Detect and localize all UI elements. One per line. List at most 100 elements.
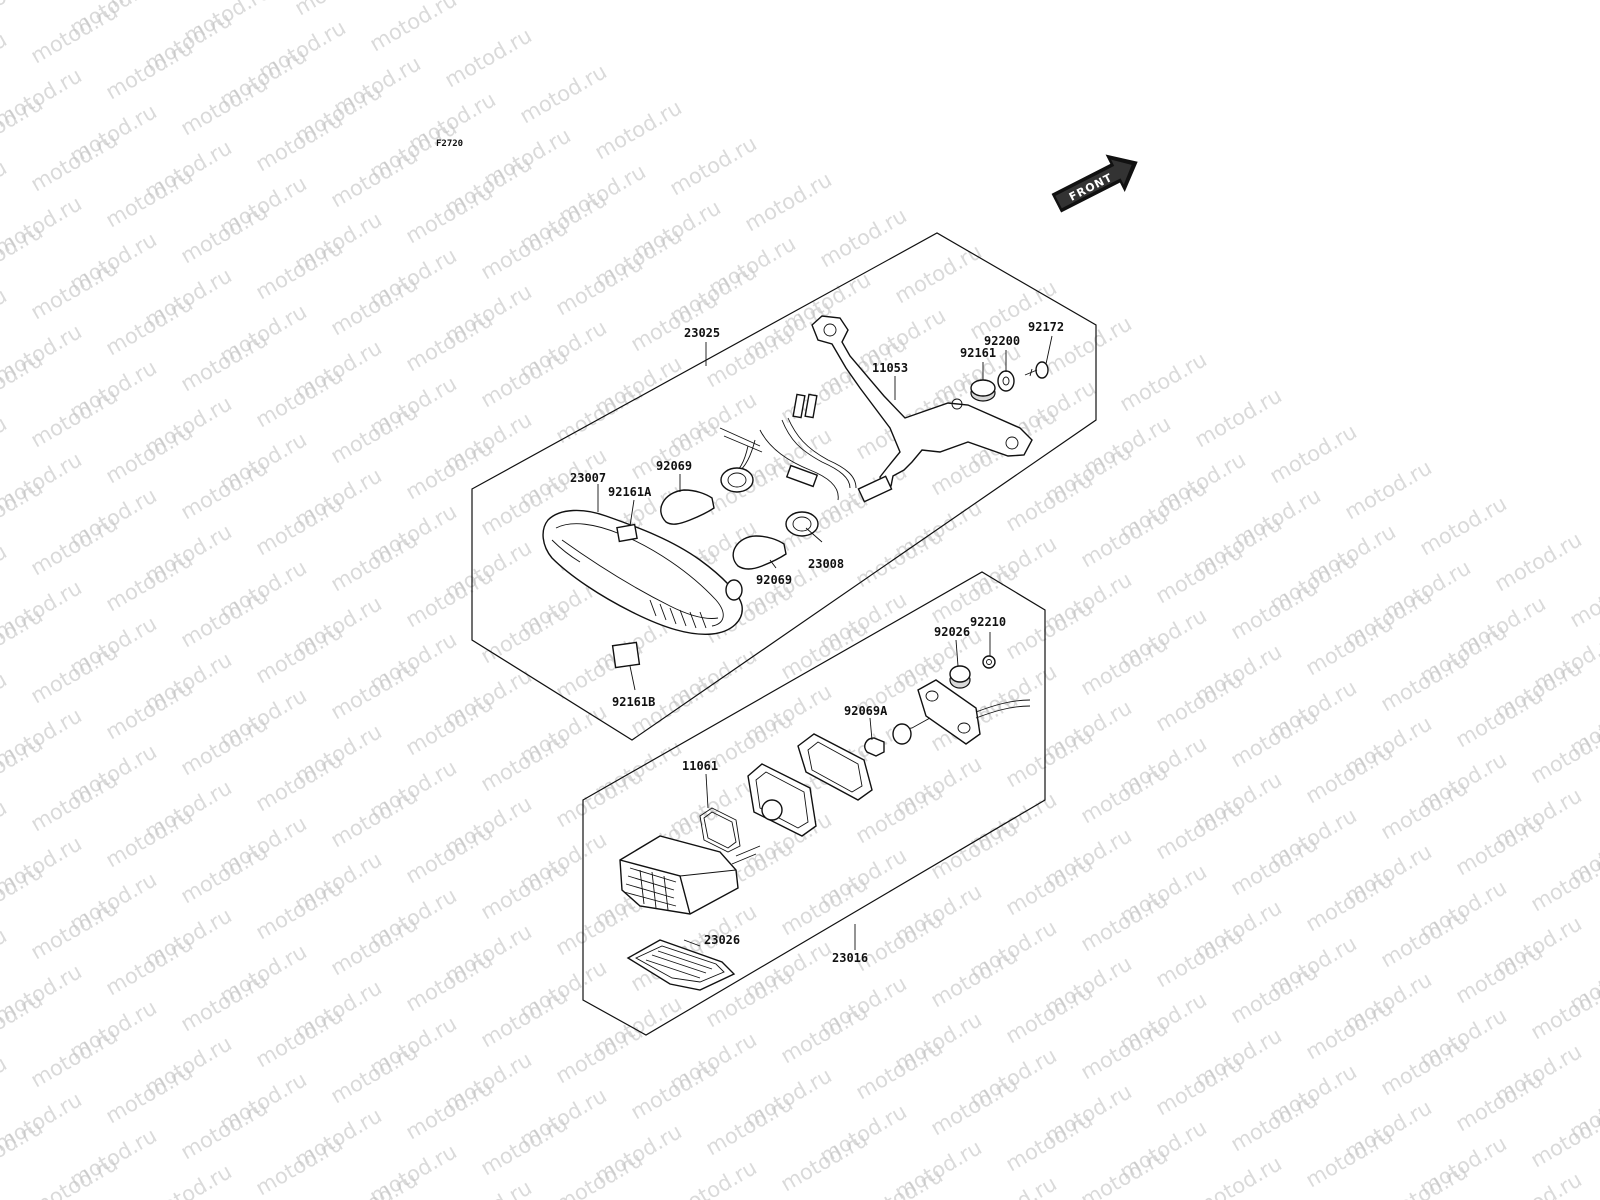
watermark-text: motod.ru	[1002, 467, 1097, 536]
watermark-text: motod.ru	[252, 619, 347, 688]
callout-labels: 23025 11053 92172 92200 92161 23007 9206…	[570, 320, 1064, 965]
watermark-text: motod.ru	[927, 1071, 1022, 1140]
watermark-text: motod.ru	[252, 107, 347, 176]
wiring-harness	[719, 393, 893, 503]
watermark-text: motod.ru	[0, 27, 11, 96]
watermark-text: motod.ru	[666, 1155, 761, 1200]
watermark-text: motod.ru	[327, 143, 422, 212]
watermark-text: motod.ru	[327, 1039, 422, 1108]
watermark-text: motod.ru	[1302, 739, 1397, 808]
lens-cover-23026	[626, 939, 736, 991]
watermark-text: motod.ru	[1452, 811, 1547, 880]
watermark-text: motod.ru	[1002, 1107, 1097, 1176]
watermark-text: motod.ru	[252, 363, 347, 432]
watermark-text: motod.ru	[666, 131, 761, 200]
watermark-text: motod.ru	[1302, 611, 1397, 680]
watermark-text: motod.ru	[102, 291, 197, 360]
watermark-text: motod.ru	[327, 399, 422, 468]
callout-92161B: 92161B	[612, 695, 655, 709]
callout-92210: 92210	[970, 615, 1006, 629]
watermark-text: motod.ru	[927, 815, 1022, 884]
watermark-text: motod.ru	[27, 1151, 122, 1200]
bulb-92069-lower	[732, 535, 787, 570]
watermark-text: motod.ru	[402, 819, 497, 888]
watermark-text: motod.ru	[1566, 563, 1600, 632]
watermark-text: motod.ru	[777, 999, 872, 1068]
watermark-text: motod.ru	[852, 523, 947, 592]
watermark-text: motod.ru	[366, 0, 461, 56]
watermark-text: motod.ru	[777, 1127, 872, 1196]
watermark-text: motod.ru	[0, 411, 11, 480]
watermark-text: motod.ru	[1377, 647, 1472, 716]
watermark-text: motod.ru	[516, 59, 611, 128]
callout-92172: 92172	[1028, 320, 1064, 334]
watermark-text: motod.ru	[177, 71, 272, 140]
watermark-text: motod.ru	[1377, 903, 1472, 972]
leader-lines	[597, 335, 1053, 950]
watermark-text: motod.ru	[627, 415, 722, 484]
watermark-text: motod.ru	[0, 923, 11, 992]
watermark-text: motod.ru	[1152, 539, 1247, 608]
washer-92200	[997, 370, 1015, 392]
watermark-text: motod.ru	[1227, 831, 1322, 900]
grommet-92161	[970, 379, 996, 402]
watermark-text: motod.ru	[891, 239, 986, 308]
watermark-text: motod.ru	[102, 803, 197, 872]
watermark-text: motod.ru	[477, 727, 572, 796]
watermark-text: motod.ru	[177, 711, 272, 780]
watermark-text: motod.ru	[141, 1159, 236, 1200]
watermark-text: motod.ru	[1227, 575, 1322, 644]
watermark-text: motod.ru	[1002, 851, 1097, 920]
watermark-text: motod.ru	[27, 895, 122, 964]
watermark-text: motod.ru	[627, 1055, 722, 1124]
watermark-text: motod.ru	[102, 1059, 197, 1128]
watermark-text: motod.ru	[402, 1075, 497, 1144]
watermark-text: motod.ru	[1077, 1015, 1172, 1084]
watermark-text: motod.ru	[27, 511, 122, 580]
watermark-text: motod.ru	[27, 639, 122, 708]
grommet-92026	[949, 665, 971, 689]
watermark-text: motod.ru	[252, 1131, 347, 1200]
watermark-text: motod.ru	[1077, 1143, 1172, 1200]
watermark-text: motod.ru	[27, 0, 122, 68]
watermark-text: motod.ru	[1077, 503, 1172, 572]
watermark-text: motod.ru	[252, 875, 347, 944]
watermark-text: motod.ru	[252, 235, 347, 304]
watermark-text: motod.ru	[1377, 775, 1472, 844]
callout-23007: 23007	[570, 471, 606, 485]
watermark-text: motod.ru	[927, 943, 1022, 1012]
watermark-text: motod.ru	[177, 199, 272, 268]
socket-23008-lower	[785, 511, 819, 537]
license-light-body	[619, 835, 761, 915]
watermark-text: motod.ru	[1077, 631, 1172, 700]
watermark-text: motod.ru	[552, 251, 647, 320]
license-lamp-lens-gasket	[797, 733, 873, 801]
callout-92026: 92026	[934, 625, 970, 639]
watermark-text: motod.ru	[1116, 347, 1211, 416]
gasket-11061	[699, 807, 741, 853]
watermark-text: motod.ru	[402, 179, 497, 248]
watermark-text: motod.ru	[402, 947, 497, 1016]
watermark-text: motod.ru	[741, 167, 836, 236]
watermark-text: motod.ru	[1302, 1123, 1397, 1192]
watermark-text: motod.ru	[102, 931, 197, 1000]
watermark-text: motod.ru	[0, 0, 47, 32]
callout-23008: 23008	[808, 557, 844, 571]
watermark-text: motod.ru	[1416, 491, 1511, 560]
watermark-text: motod.ru	[1227, 703, 1322, 772]
watermark-text: motod.ru	[1452, 1067, 1547, 1136]
watermark-text: motod.ru	[402, 563, 497, 632]
watermark-text: motod.ru	[552, 763, 647, 832]
watermark-text: motod.ru	[102, 163, 197, 232]
watermark-text: motod.ru	[477, 343, 572, 412]
watermark-text: motod.ru	[1152, 923, 1247, 992]
watermark-text: motod.ru	[252, 491, 347, 560]
watermark-text: motod.ru	[102, 547, 197, 616]
watermark-text: motod.ru	[477, 215, 572, 284]
watermark-text: motod.ru	[1377, 1159, 1472, 1200]
watermark-text: motod.ru	[1152, 1051, 1247, 1120]
watermark-text: motod.ru	[102, 419, 197, 488]
watermark-text: motod.ru	[1377, 1031, 1472, 1100]
grommet-92161B	[611, 641, 641, 669]
watermark-text: motod.ru	[477, 855, 572, 924]
